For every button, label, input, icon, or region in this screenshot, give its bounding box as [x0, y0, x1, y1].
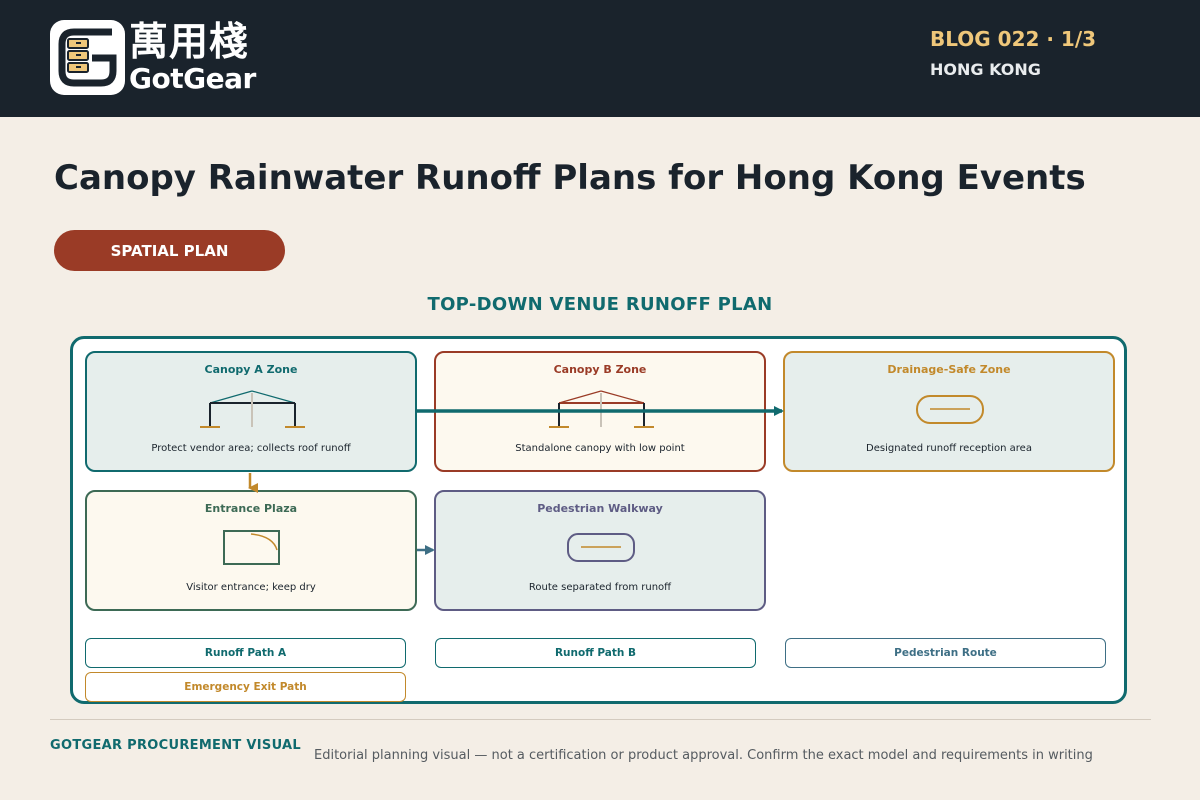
zone-canopy-b: Canopy B Zone Standalone canopy with low… [434, 351, 766, 472]
zone-drainage-desc: Designated runoff reception area [866, 443, 1032, 454]
zone-canopy-b-desc: Standalone canopy with low point [515, 443, 685, 454]
blog-number: BLOG 022 · 1/3 [930, 27, 1097, 51]
blog-location: HONG KONG [930, 60, 1041, 79]
zone-drainage-safe: Drainage-Safe Zone Designated runoff rec… [783, 351, 1115, 472]
footer-disclaimer: Editorial planning visual — not a certif… [314, 748, 1093, 763]
section-badge: SPATIAL PLAN [54, 230, 285, 271]
zone-pedestrian-walkway: Pedestrian Walkway Route separated from … [434, 490, 766, 611]
zone-entrance-desc: Visitor entrance; keep dry [186, 582, 316, 593]
site-header: 萬用棧 GotGear BLOG 022 · 1/3 HONG KONG [0, 0, 1200, 117]
diagram-title: TOP-DOWN VENUE RUNOFF PLAN [427, 294, 773, 315]
logo-english-wordmark[interactable]: GotGear [129, 62, 256, 95]
zone-canopy-a: Canopy A Zone Protect vendor area; colle… [85, 351, 417, 472]
zone-walkway-desc: Route separated from runoff [528, 582, 672, 593]
zone-canopy-a-title: Canopy A Zone [204, 363, 298, 376]
legend-emergency-exit-path: Emergency Exit Path [85, 672, 406, 702]
page-title: Canopy Rainwater Runoff Plans for Hong K… [54, 158, 1086, 198]
footer-divider [50, 719, 1151, 720]
gotgear-logo-icon[interactable] [50, 20, 125, 95]
drain-icon [916, 395, 984, 424]
canopy-icon [549, 390, 654, 428]
legend-runoff-path-a: Runoff Path A [85, 638, 406, 668]
zone-entrance-title: Entrance Plaza [204, 502, 298, 515]
canopy-icon [200, 390, 305, 428]
zone-canopy-b-title: Canopy B Zone [553, 363, 647, 376]
zone-entrance-plaza: Entrance Plaza Visitor entrance; keep dr… [85, 490, 417, 611]
logo-chinese-wordmark[interactable]: 萬用棧 [129, 20, 250, 65]
zone-drainage-title: Drainage-Safe Zone [887, 363, 1011, 376]
footer-brand: GOTGEAR PROCUREMENT VISUAL [50, 738, 301, 753]
zone-canopy-a-desc: Protect vendor area; collects roof runof… [151, 443, 351, 454]
legend-pedestrian-route: Pedestrian Route [785, 638, 1106, 668]
legend-runoff-path-b: Runoff Path B [435, 638, 756, 668]
zone-walkway-title: Pedestrian Walkway [537, 502, 663, 515]
walkway-icon [567, 533, 635, 562]
door-icon [223, 530, 280, 565]
